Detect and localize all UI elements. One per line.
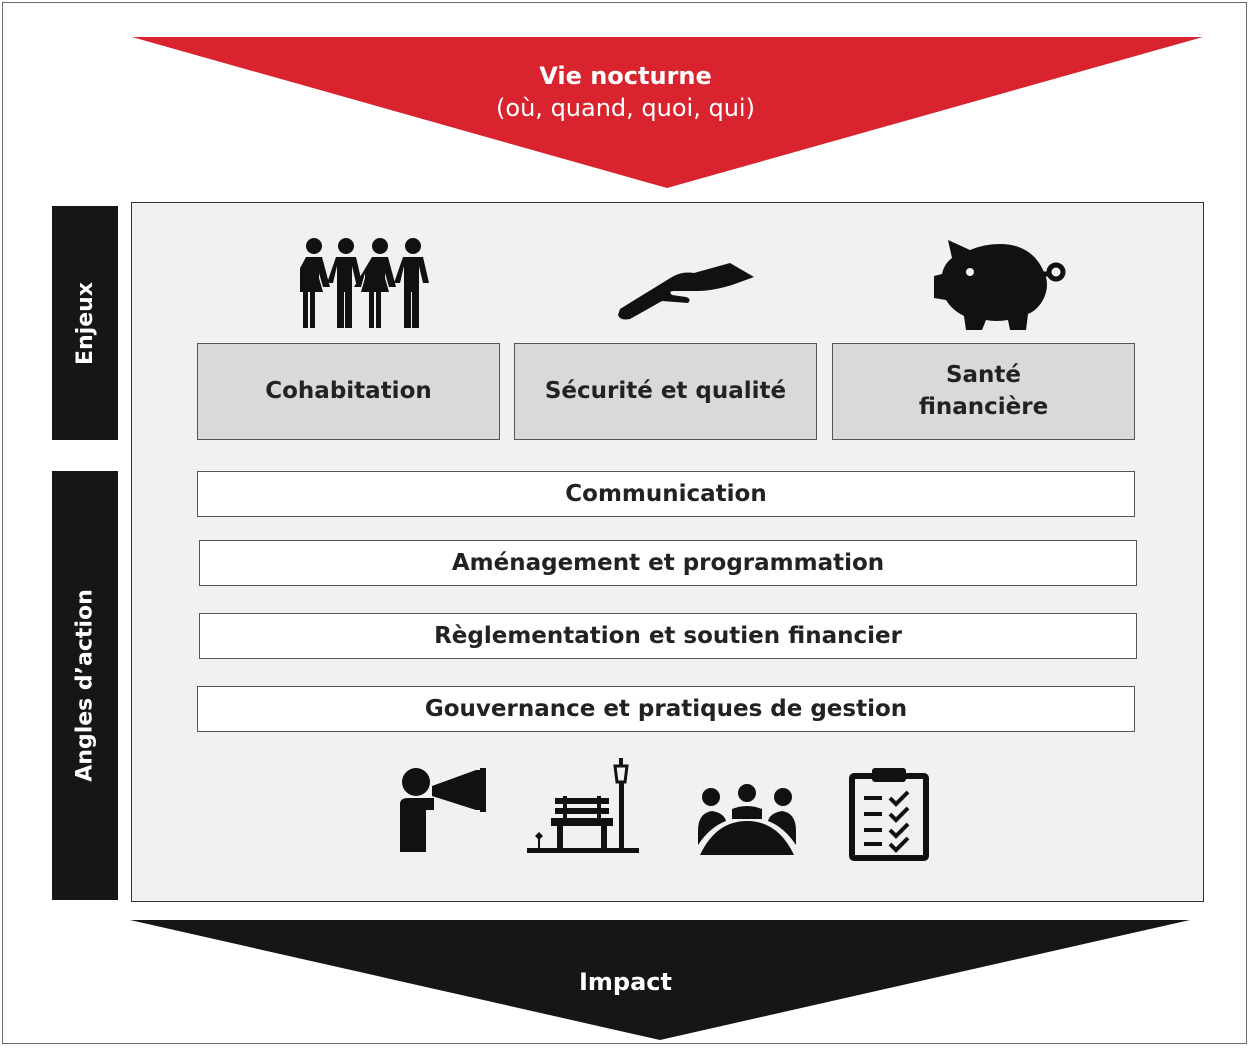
top-arrow-subtitle: (où, quand, quoi, qui) — [496, 94, 755, 122]
angle-reglementation: Règlementation et soutien financier — [199, 613, 1137, 659]
enjeu-cohabitation: Cohabitation — [197, 343, 500, 440]
angle-amenagement: Aménagement et programmation — [199, 540, 1137, 586]
enjeu-sante-financiere: Santé financière — [832, 343, 1135, 440]
megaphone-icon — [400, 768, 486, 852]
piggy-bank-icon — [934, 240, 1066, 330]
people-group-icon — [300, 238, 429, 328]
top-arrow-title: Vie nocturne — [539, 62, 712, 90]
meeting-icon — [698, 784, 796, 855]
park-bench-icon — [527, 758, 639, 853]
enjeux-side-label: Enjeux — [52, 206, 118, 440]
angles-side-label: Angles d’action — [52, 471, 118, 900]
enjeu-securite-qualite: Sécurité et qualité — [514, 343, 817, 440]
hand-icon — [618, 263, 754, 320]
angle-communication: Communication — [197, 471, 1135, 517]
bottom-arrow-title: Impact — [578, 968, 672, 996]
clipboard-checklist-icon — [849, 768, 929, 861]
top-arrow: Vie nocturne (où, quand, quoi, qui) — [0, 0, 1251, 200]
angle-gouvernance: Gouvernance et pratiques de gestion — [197, 686, 1135, 732]
